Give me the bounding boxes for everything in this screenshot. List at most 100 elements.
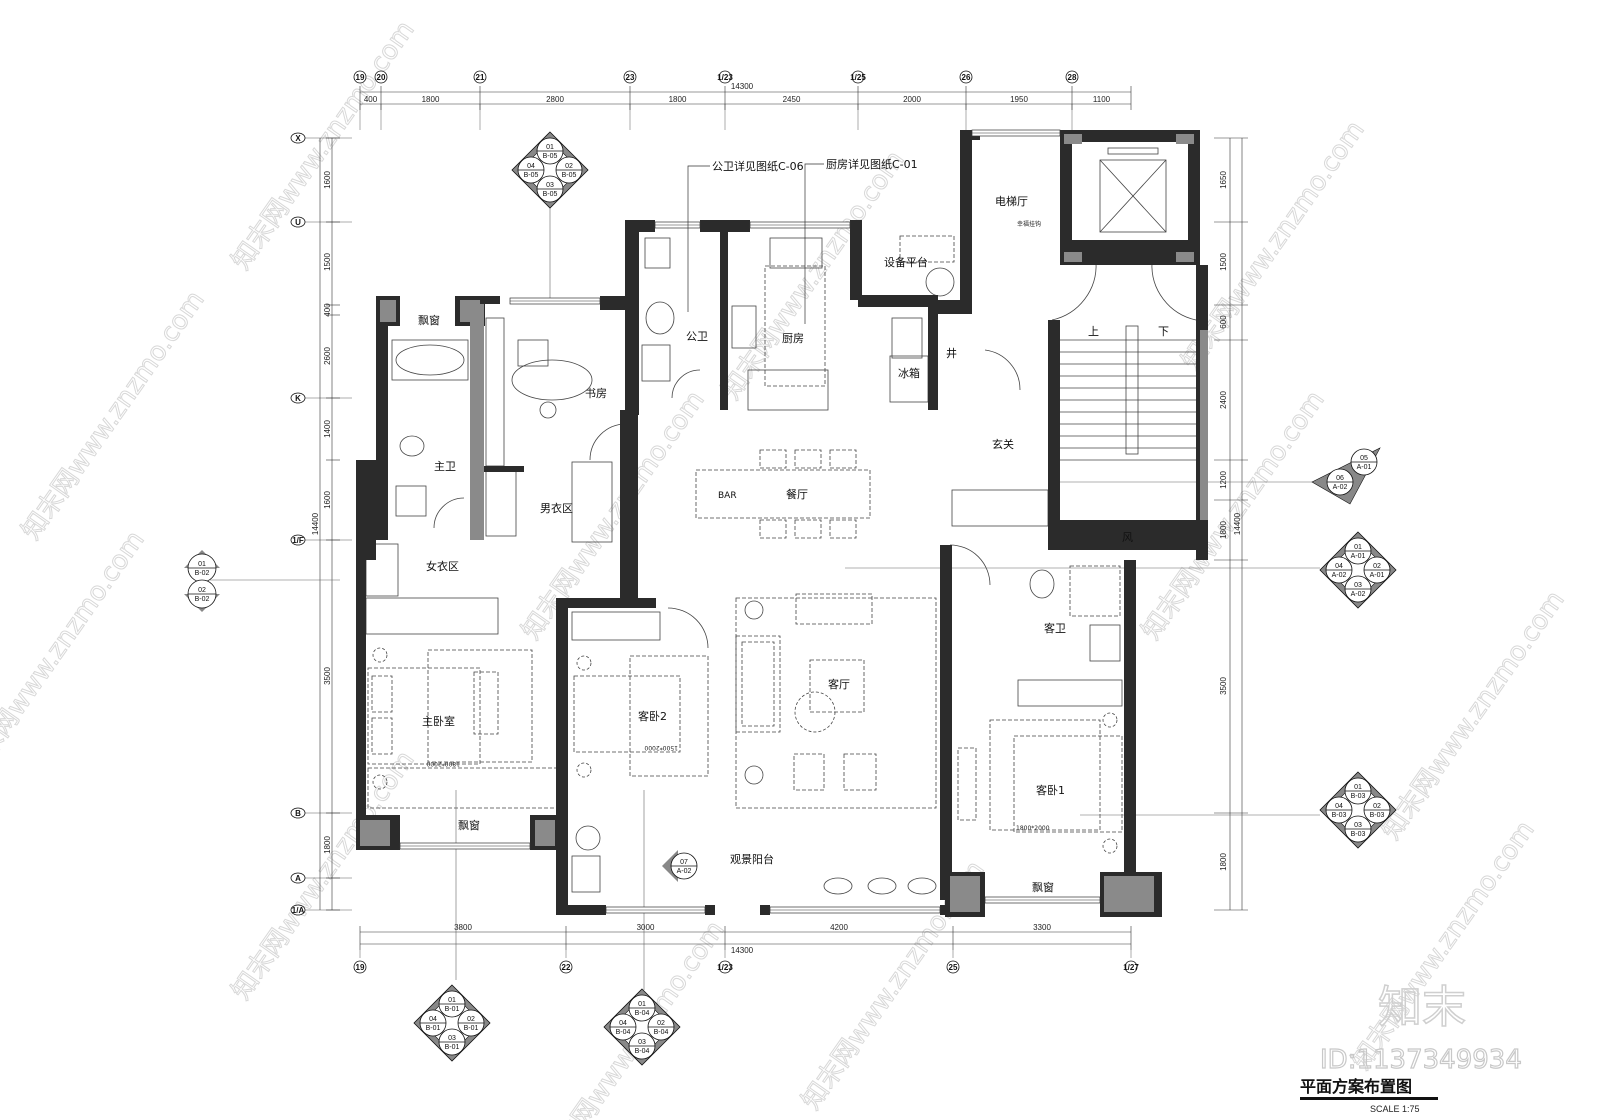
title-underline bbox=[1300, 1097, 1438, 1100]
dimension-total: 14400 bbox=[1233, 512, 1242, 535]
wall bbox=[625, 220, 655, 232]
marker-sheet-ref: A-01 bbox=[1357, 464, 1372, 471]
room-label-elevator-hall: 电梯厅 bbox=[995, 195, 1028, 208]
wall bbox=[760, 905, 770, 915]
wall bbox=[850, 220, 862, 300]
wall bbox=[1060, 130, 1200, 142]
room-labels: 飘窗 书房 主卫 男衣区 女衣区 主卧室 客卧2 公卫 厨房 设备平台 冰箱 井… bbox=[418, 195, 1169, 894]
axis-bubble bbox=[718, 960, 732, 974]
dimension-value: 1200 bbox=[1219, 471, 1228, 489]
axis-bubble bbox=[290, 132, 306, 144]
watermark-text: 知末网www.znzmo.com bbox=[1346, 816, 1540, 1076]
room-label-foyer: 玄关 bbox=[992, 437, 1014, 451]
wall bbox=[620, 520, 636, 600]
axis-label: 26 bbox=[962, 73, 971, 82]
wall bbox=[940, 545, 952, 900]
bed-size-guest1: 1800*2000 bbox=[1016, 825, 1050, 832]
axis-label: K bbox=[295, 394, 301, 403]
bed-size-guest2: 1500*2000 bbox=[644, 744, 678, 751]
water-heater bbox=[925, 267, 955, 297]
axis-bubble bbox=[290, 216, 306, 228]
axis-label: U bbox=[295, 218, 301, 227]
id-watermark: ID:1137349934 bbox=[1320, 1045, 1522, 1075]
dining-chair bbox=[794, 519, 822, 539]
marker-sheet-ref: A-02 bbox=[1332, 572, 1347, 579]
watermark-text: 知末网www.znzmo.com bbox=[716, 146, 910, 406]
bed-size-master: 1800*2000 bbox=[426, 760, 460, 767]
marker-number: 04 bbox=[429, 1016, 437, 1023]
dining-chair bbox=[794, 449, 822, 469]
marker-number: 01 bbox=[1354, 784, 1362, 791]
dimension-value: 1800 bbox=[323, 836, 332, 854]
lamp bbox=[1102, 838, 1118, 854]
watermark-text: 知末网www.znzmo.com bbox=[226, 746, 420, 1006]
axis-label: 1/23 bbox=[717, 73, 733, 82]
drawing-title: 平面方案布置图 bbox=[1300, 1077, 1412, 1096]
watermark-text: 知末网www.znzmo.com bbox=[226, 16, 420, 276]
marker-number: 01 bbox=[198, 561, 206, 568]
room-label-balcony: 观景阳台 bbox=[730, 852, 774, 866]
marker-number: 03 bbox=[1354, 822, 1362, 829]
dimension-value: 2450 bbox=[783, 95, 801, 104]
elevator-door bbox=[1107, 147, 1159, 155]
room-label-kitchen: 厨房 bbox=[782, 332, 804, 345]
dimension-value: 2400 bbox=[1219, 391, 1228, 409]
furniture-layer bbox=[210, 147, 1320, 990]
dimension-value: 2000 bbox=[903, 95, 921, 104]
column bbox=[380, 300, 396, 322]
room-label-guest-bedroom-2: 客卧2 bbox=[638, 709, 667, 723]
dimension-value: 2800 bbox=[546, 95, 564, 104]
marker-sheet-ref: B-04 bbox=[616, 1029, 631, 1036]
dimension-total: 14300 bbox=[731, 82, 754, 91]
column bbox=[535, 820, 555, 846]
title-block: 平面方案布置图 SCALE 1:75 知末 ID:1137349934 bbox=[1300, 981, 1522, 1114]
toilet bbox=[399, 435, 425, 457]
lamp bbox=[576, 762, 592, 778]
door-swing bbox=[433, 497, 465, 529]
wardrobe bbox=[571, 611, 661, 641]
vanity bbox=[1089, 624, 1121, 662]
axis-label: 23 bbox=[626, 73, 635, 82]
axis-label: 20 bbox=[377, 73, 386, 82]
toilet bbox=[1029, 569, 1055, 599]
wall bbox=[858, 295, 938, 307]
leader-line bbox=[687, 165, 710, 312]
marker-sheet-ref: A-02 bbox=[677, 868, 692, 875]
room-label-fridge: 冰箱 bbox=[898, 366, 920, 380]
lounge-chair bbox=[907, 877, 937, 895]
wall bbox=[556, 905, 606, 915]
marker-sheet-ref: B-04 bbox=[635, 1010, 650, 1017]
rug bbox=[989, 719, 1101, 831]
dimension-value: 4200 bbox=[830, 923, 848, 932]
wardrobe bbox=[1017, 679, 1123, 707]
dimension-value: 3000 bbox=[637, 923, 655, 932]
living-rug bbox=[735, 597, 937, 809]
rug bbox=[629, 655, 709, 777]
door-swing bbox=[984, 349, 1021, 391]
dimension-value: 400 bbox=[364, 95, 378, 104]
dimension-value: 1650 bbox=[1219, 171, 1228, 189]
wall bbox=[1048, 520, 1208, 550]
marker-sheet-ref: B-02 bbox=[195, 570, 210, 577]
stair-up-label: 上 bbox=[1088, 325, 1099, 338]
wall bbox=[928, 300, 972, 314]
marker-number: 05 bbox=[1360, 455, 1368, 462]
marker-number: 02 bbox=[565, 163, 573, 170]
appliance bbox=[891, 317, 923, 359]
wall bbox=[556, 598, 568, 910]
public-bath-detail-note: 公卫详见图纸C-06 bbox=[712, 159, 804, 173]
wardrobe bbox=[485, 469, 517, 537]
marker-number: 07 bbox=[680, 859, 688, 866]
plant bbox=[744, 765, 764, 785]
marker-number: 04 bbox=[619, 1020, 627, 1027]
marker-sheet-ref: B-02 bbox=[195, 596, 210, 603]
ottoman bbox=[795, 593, 873, 625]
hook-note: 幸福挂钩 bbox=[1017, 220, 1041, 228]
toilet bbox=[645, 301, 675, 335]
marker-sheet-ref: A-01 bbox=[1351, 553, 1366, 560]
dimension-value: 1600 bbox=[323, 491, 332, 509]
axis-bubble bbox=[959, 70, 973, 84]
room-label-bay-window-left: 飘窗 bbox=[458, 818, 480, 832]
lamp bbox=[372, 647, 388, 663]
